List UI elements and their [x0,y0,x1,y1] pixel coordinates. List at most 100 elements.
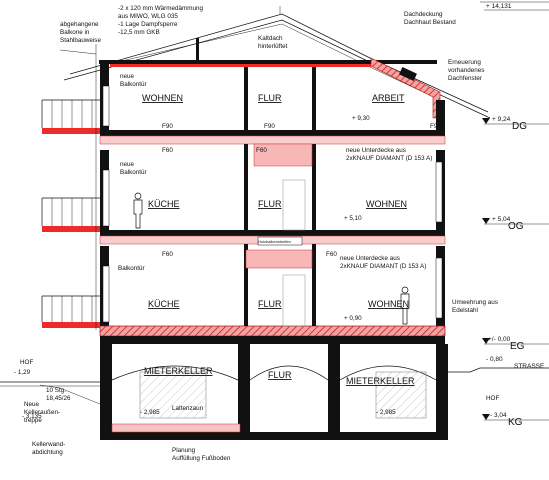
svg-text:+ 5,10: + 5,10 [344,215,362,222]
svg-text:Erneuerung: Erneuerung [448,59,481,66]
svg-text:EG: EG [510,341,525,352]
person-figure-eg [400,286,410,325]
svg-text:- 3,04: - 3,04 [490,412,507,419]
svg-text:-2 x 120 mm Wärmedämmung: -2 x 120 mm Wärmedämmung [118,5,204,12]
rooms-eg: KÜCHE FLUR WOHNEN [148,299,409,309]
svg-text:- 3,135: - 3,135 [22,413,42,420]
svg-text:F60: F60 [326,251,337,258]
svg-text:+ 9,24: + 9,24 [492,116,511,123]
svg-text:-12,5 mm GKB: -12,5 mm GKB [118,29,160,36]
level-kg: - 3,04 KG [490,412,523,428]
svg-text:STRASSE: STRASSE [514,363,545,370]
svg-text:Balkontür: Balkontür [118,265,145,272]
svg-text:MIETERKELLER: MIETERKELLER [144,366,213,376]
rooms-og: KÜCHE FLUR WOHNEN [148,199,407,209]
note-masonry: Mauerwerk [372,338,404,345]
svg-text:- 1,29: - 1,29 [14,369,31,376]
svg-text:10 Stg.: 10 Stg. [46,387,66,394]
level-og: + 5,04 OG [492,216,524,232]
svg-text:OG: OG [508,221,524,232]
svg-text:FLUR: FLUR [258,299,282,309]
svg-text:2xKNAUF DIAMANT (D 153 A): 2xKNAUF DIAMANT (D 153 A) [340,263,426,270]
svg-text:Dachhaut Bestand: Dachhaut Bestand [404,19,456,26]
note-ceiling-og: neue Unterdecke aus 2xKNAUF DIAMANT (D 1… [346,147,432,162]
level-street: - 0,80 STRASSE [486,356,545,370]
svg-text:Auffüllung Fußboden: Auffüllung Fußboden [172,455,231,462]
note-balcony-door-eg: Balkontür [118,265,145,272]
level-eg: +/- 0,00 EG [488,336,525,352]
svg-text:Planung: Planung [172,447,196,454]
svg-text:treppe: treppe [24,417,42,424]
svg-text:Kaltdach: Kaltdach [258,35,283,42]
svg-text:- 0,80: - 0,80 [486,356,503,363]
note-roof-cover: Dachdeckung Dachhaut Bestand [404,11,456,26]
svg-text:vorhandenes: vorhandenes [448,67,484,74]
svg-text:WOHNEN: WOHNEN [368,299,409,309]
note-downstand: Holzbalkenstreifen [258,239,291,244]
svg-text:-1 Lage Dampfsperre: -1 Lage Dampfsperre [118,21,178,28]
svg-text:abgehangene: abgehangene [60,21,99,28]
svg-text:Balkontür: Balkontür [120,81,147,88]
svg-text:FLUR: FLUR [258,199,282,209]
svg-text:FLUR: FLUR [268,370,292,380]
note-balconies: abgehangene Balkone in Stahlbauweise [60,21,101,44]
svg-text:Umwehrung aus: Umwehrung aus [452,299,498,306]
level-markers [480,1,549,421]
svg-text:F90: F90 [338,338,349,345]
balcony-dg [41,99,100,134]
balcony-eg [41,295,100,328]
fire-ratings: F90 F90 F90 F60 F60 F60 F60 F90 F90 OO [162,123,441,345]
level-dg: + 9,24 DG [492,116,527,132]
note-insulation: -2 x 120 mm Wärmedämmung aus MIWO, WLG 0… [118,5,204,36]
note-basement-stair: Neue Kelleraußen- treppe [24,401,60,424]
svg-text:DG: DG [512,121,527,132]
svg-text:KÜCHE: KÜCHE [148,299,180,309]
svg-text:KG: KG [508,417,523,428]
roof [63,6,491,119]
note-cold-roof: Kaltdach hinterlüftet [258,35,288,50]
svg-text:F90: F90 [162,123,173,130]
note-basement-seal: Kellerwand- abdichtung [32,441,65,456]
svg-text:+ 9,30: + 9,30 [352,115,370,122]
svg-text:FLUR: FLUR [258,93,282,103]
note-ceiling-eg: neue Unterdecke aus 2xKNAUF DIAMANT (D 1… [340,255,426,270]
svg-text:Balkone in: Balkone in [60,29,90,36]
svg-text:Neue: Neue [24,401,40,408]
svg-text:neue Unterdecke aus: neue Unterdecke aus [346,147,406,154]
svg-text:OO: OO [292,338,302,345]
svg-text:WOHNEN: WOHNEN [366,199,407,209]
svg-text:Kelleraußen-: Kelleraußen- [24,409,60,416]
svg-text:F60: F60 [162,251,173,258]
svg-text:+ 0,90: + 0,90 [344,315,362,322]
svg-text:+ 5,04: + 5,04 [492,216,511,223]
note-stairs: 10 Stg. 18,45/26 [46,387,71,402]
hof-label-left: HOF [20,359,33,366]
svg-text:F90: F90 [226,338,237,345]
svg-text:ARBEIT: ARBEIT [372,93,405,103]
svg-text:+/- 0,00: +/- 0,00 [488,336,511,343]
rooms-kg: MIETERKELLER FLUR MIETERKELLER [144,366,415,386]
svg-text:F90: F90 [264,123,275,130]
svg-text:neue: neue [120,73,135,80]
note-balcony-door-dg: neue Balkontür [120,73,147,88]
balcony-og [41,197,100,232]
svg-text:F60: F60 [162,147,173,154]
svg-text:F60: F60 [256,147,267,154]
hof-label-right: HOF [486,395,499,402]
svg-text:Dachdeckung: Dachdeckung [404,11,443,18]
rooms-dg: WOHNEN FLUR ARBEIT [142,93,405,103]
note-planning: Planung Auffüllung Fußboden [172,447,231,462]
svg-text:+/- 0,00: +/- 0,00 [126,338,148,345]
svg-text:Kellerwand-: Kellerwand- [32,441,65,448]
building-shell [99,60,446,344]
svg-text:neue Unterdecke aus: neue Unterdecke aus [340,255,400,262]
svg-text:hinterlüftet: hinterlüftet [258,43,288,50]
person-figure-og [133,192,143,229]
balconies [41,44,100,330]
svg-text:F90: F90 [430,123,441,130]
svg-text:+ 14,131: + 14,131 [486,3,512,10]
svg-text:Stahlbauweise: Stahlbauweise [60,37,101,44]
svg-text:Dachfenster: Dachfenster [448,75,482,82]
svg-text:Balkontür: Balkontür [120,169,147,176]
svg-text:KÜCHE: KÜCHE [148,199,180,209]
